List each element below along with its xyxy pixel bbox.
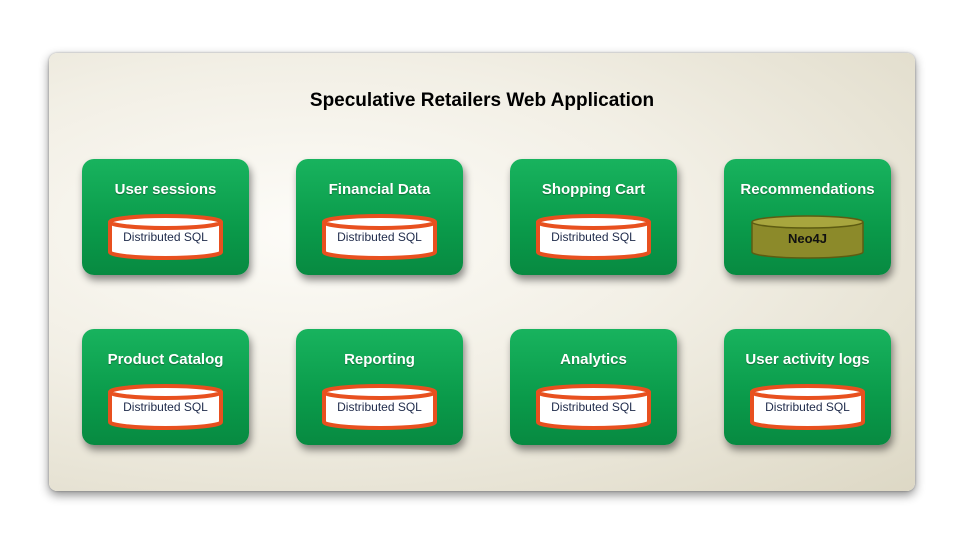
- service-card-financial-data: Financial Data Distributed SQL: [296, 159, 463, 275]
- database-cylinder-sql: Distributed SQL: [748, 384, 867, 430]
- service-card-shopping-cart: Shopping Cart Distributed SQL: [510, 159, 677, 275]
- service-card-user-sessions: User sessions Distributed SQL: [82, 159, 249, 275]
- database-cylinder-sql: Distributed SQL: [534, 384, 653, 430]
- service-label: Shopping Cart: [541, 181, 646, 198]
- service-label: Product Catalog: [107, 351, 224, 368]
- service-card-product-catalog: Product Catalog Distributed SQL: [82, 329, 249, 445]
- database-label: Distributed SQL: [551, 230, 636, 244]
- service-label: Analytics: [560, 351, 627, 368]
- database-cylinder-neo4j: Neo4J: [748, 214, 867, 260]
- application-panel: Speculative Retailers Web Application Us…: [49, 53, 915, 491]
- database-cylinder-sql: Distributed SQL: [320, 384, 439, 430]
- database-label: Distributed SQL: [765, 400, 850, 414]
- service-card-user-activity-logs: User activity logs Distributed SQL: [724, 329, 891, 445]
- service-card-reporting: Reporting Distributed SQL: [296, 329, 463, 445]
- service-card-analytics: Analytics Distributed SQL: [510, 329, 677, 445]
- service-label: User sessions: [114, 181, 217, 198]
- diagram-title: Speculative Retailers Web Application: [309, 90, 655, 111]
- database-cylinder-sql: Distributed SQL: [106, 384, 225, 430]
- service-label: Recommendations: [740, 181, 875, 198]
- service-label: Reporting: [344, 351, 415, 368]
- database-label: Distributed SQL: [123, 230, 208, 244]
- database-label: Distributed SQL: [337, 400, 422, 414]
- service-label: User activity logs: [745, 351, 870, 368]
- database-cylinder-sql: Distributed SQL: [320, 214, 439, 260]
- database-cylinder-sql: Distributed SQL: [534, 214, 653, 260]
- database-label: Distributed SQL: [551, 400, 636, 414]
- database-label: Distributed SQL: [123, 400, 208, 414]
- database-label: Neo4J: [787, 231, 828, 246]
- database-cylinder-sql: Distributed SQL: [106, 214, 225, 260]
- service-card-recommendations: Recommendations Neo4J: [724, 159, 891, 275]
- service-label: Financial Data: [328, 181, 431, 198]
- database-label: Distributed SQL: [337, 230, 422, 244]
